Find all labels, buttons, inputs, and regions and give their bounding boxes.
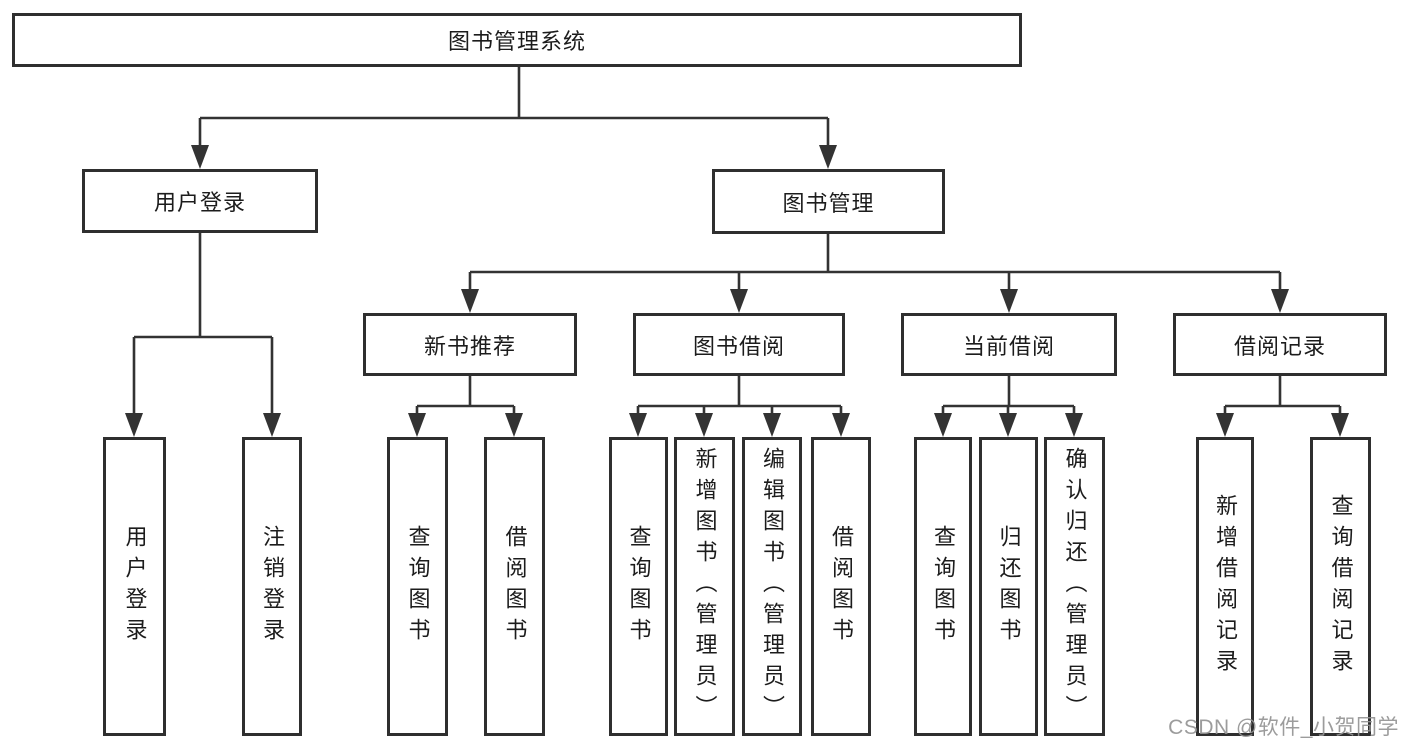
node-new-book-recommendation: 新书推荐 bbox=[363, 313, 577, 376]
connector-current-borrowing-branch bbox=[941, 376, 1076, 418]
csdn-watermark: CSDN @软件_小贺同学 bbox=[1168, 716, 1399, 739]
leaf-add-books-admin: 新增图书（管理员） bbox=[674, 437, 735, 736]
leaf-borrow-books-borrowing: 借阅图书 bbox=[811, 437, 871, 736]
leaf-borrow-books-recommend: 借阅图书 bbox=[484, 437, 545, 736]
leaf-user-login: 用户登录 bbox=[103, 437, 166, 736]
connector-borrowing-records-branch bbox=[1223, 376, 1342, 418]
leaf-return-books: 归还图书 bbox=[979, 437, 1038, 736]
leaf-query-books-current: 查询图书 bbox=[914, 437, 972, 736]
leaf-query-borrow-record: 查询借阅记录 bbox=[1310, 437, 1371, 736]
leaf-logout-login: 注销登录 bbox=[242, 437, 302, 736]
node-borrowing-records: 借阅记录 bbox=[1173, 313, 1387, 376]
node-user-login: 用户登录 bbox=[82, 169, 318, 233]
leaf-edit-books-admin: 编辑图书（管理员） bbox=[742, 437, 802, 736]
node-current-borrowing: 当前借阅 bbox=[901, 313, 1117, 376]
connector-new-book-branch bbox=[415, 376, 516, 418]
leaf-query-books-borrowing: 查询图书 bbox=[609, 437, 668, 736]
arrowheads bbox=[125, 145, 1349, 437]
leaf-query-books-recommend: 查询图书 bbox=[387, 437, 448, 736]
connector-book-management-branch bbox=[468, 234, 1282, 294]
leaf-confirm-return-admin: 确认归还（管理员） bbox=[1044, 437, 1105, 736]
connector-root-branch bbox=[198, 67, 830, 150]
connector-book-borrowing-branch bbox=[636, 376, 843, 418]
leaf-add-borrow-record: 新增借阅记录 bbox=[1196, 437, 1254, 736]
node-library-management-system: 图书管理系统 bbox=[12, 13, 1022, 67]
node-book-management: 图书管理 bbox=[712, 169, 945, 234]
node-book-borrowing: 图书借阅 bbox=[633, 313, 845, 376]
connector-user-login-branch bbox=[132, 233, 274, 418]
